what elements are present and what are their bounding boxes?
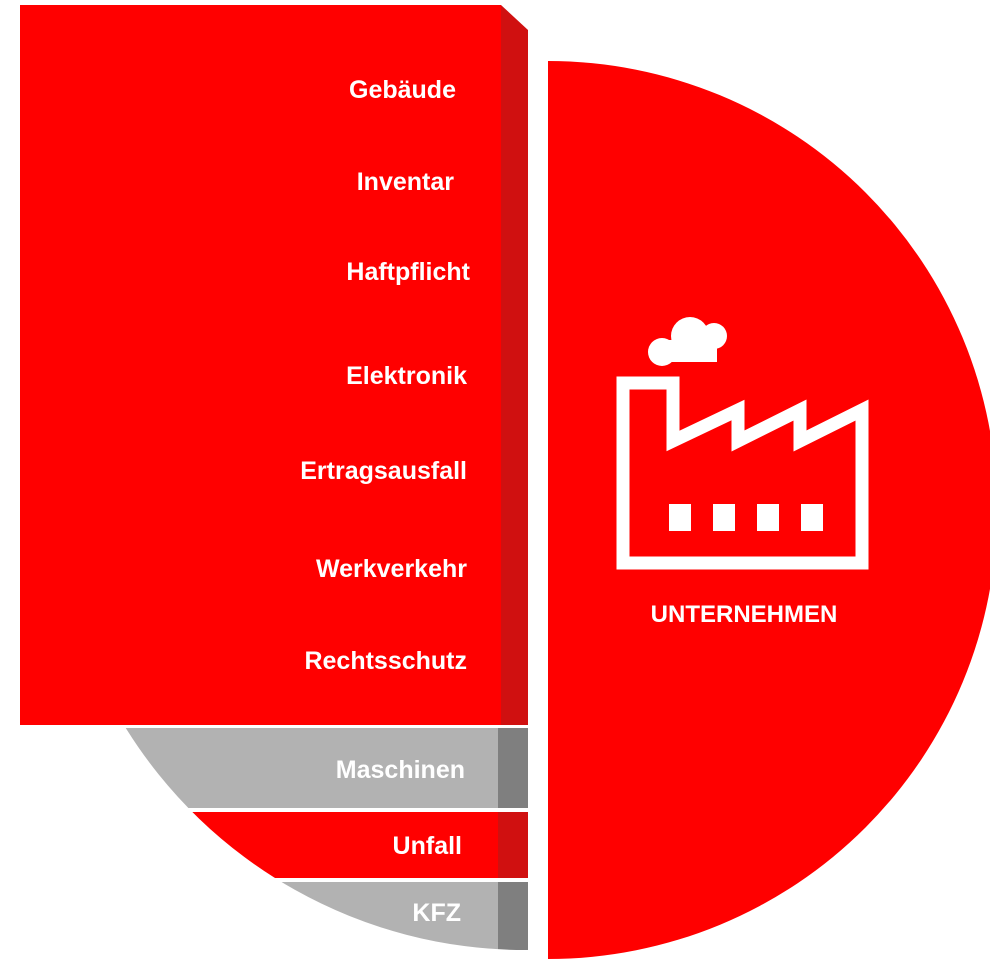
label-haftpflicht: Haftpflicht — [346, 258, 470, 286]
label-inventar: Inventar — [357, 168, 455, 196]
label-rechtsschutz: Rechtsschutz — [304, 647, 467, 675]
label-unternehmen: UNTERNEHMEN — [651, 601, 838, 628]
segment-kfz-edge — [498, 882, 528, 950]
label-maschinen: Maschinen — [336, 756, 465, 784]
segment-maschinen-edge — [498, 728, 528, 808]
label-unfall: Unfall — [393, 832, 462, 860]
label-werkverkehr: Werkverkehr — [316, 555, 467, 583]
label-ertragsausfall: Ertragsausfall — [300, 457, 467, 485]
factory-icon — [616, 317, 869, 570]
segment-main-red — [20, 5, 501, 725]
label-gebaeude: Gebäude — [349, 76, 456, 104]
label-kfz: KFZ — [412, 899, 461, 927]
segment-unfall-edge — [498, 812, 528, 878]
segment-main-red-edge — [501, 5, 528, 725]
left-labels: Gebäude Inventar Haftpflicht Elektronik … — [300, 76, 470, 927]
label-elektronik: Elektronik — [346, 362, 467, 390]
